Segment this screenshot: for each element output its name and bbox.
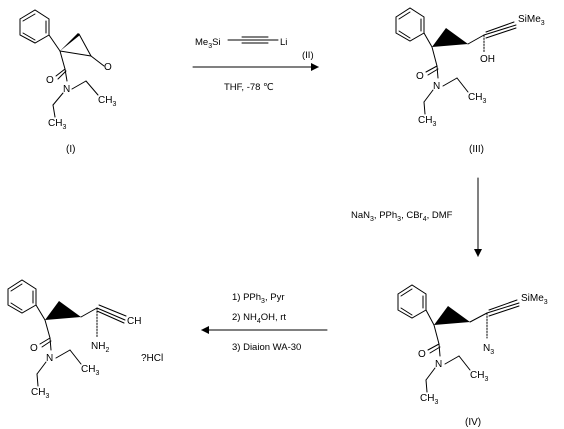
methyl-label: CH3 (31, 387, 49, 400)
compound-III: OH SiMe3 O N CH3 CH3 (III) (395, 7, 545, 155)
amide-N-label: N (46, 353, 53, 364)
methyl-label: CH3 (470, 370, 488, 383)
phenyl-ring (19, 9, 50, 44)
compound-IV-label: (IV) (465, 417, 481, 428)
amide-O-label: O (30, 343, 38, 354)
step-3-condition-1: 1) PPh3, Pyr (232, 292, 284, 305)
amide-N-label: N (435, 359, 442, 370)
aldehyde-O-label: O (104, 62, 112, 73)
methyl-label: CH3 (48, 118, 66, 131)
methyl-label: CH3 (98, 95, 116, 108)
terminal-alkyne-label: CH (127, 316, 141, 327)
methyl-label: CH3 (420, 393, 438, 406)
compound-IV: N3 SiMe3 O N CH3 CH3 (IV) (397, 284, 548, 428)
compound-III-label: (III) (469, 144, 484, 155)
step-1-conditions: THF, -78 ℃ (224, 82, 274, 93)
amide-N-label: N (433, 81, 440, 92)
compound-I-label: (I) (66, 144, 75, 155)
hydroxyl-label: OH (480, 54, 495, 65)
amine-label: NH2 (91, 341, 109, 354)
reagent-II-label: (II) (302, 50, 314, 61)
final-product: NH2 CH O N CH3 CH3 ?HCl (7, 279, 163, 400)
reagent-formula-label: Me3Si (195, 37, 221, 50)
hcl-salt-label: ?HCl (141, 353, 163, 364)
trimethylsilyl-label: SiMe3 (521, 293, 548, 306)
compound-I: O O N CH3 CH3 (I) (19, 9, 116, 155)
step-2-conditions: NaN3, PPh3, CBr4, DMF (351, 210, 453, 223)
reagent-II: Me3Si Li (II) (195, 36, 314, 61)
step-3-condition-3: 3) Diaion WA-30 (232, 342, 301, 353)
lithium-label: Li (280, 37, 287, 48)
step-3-condition-2: 2) NH4OH, rt (232, 312, 286, 325)
methyl-label: CH3 (468, 92, 486, 105)
trimethylsilyl-label: SiMe3 (518, 14, 545, 27)
amide-O-label: O (418, 349, 426, 360)
amide-O-label: O (46, 75, 54, 86)
amide-N-label: N (63, 84, 70, 95)
azide-label: N3 (483, 343, 494, 356)
amide-O-label: O (416, 71, 424, 82)
methyl-label: CH3 (418, 115, 436, 128)
methyl-label: CH3 (81, 364, 99, 377)
